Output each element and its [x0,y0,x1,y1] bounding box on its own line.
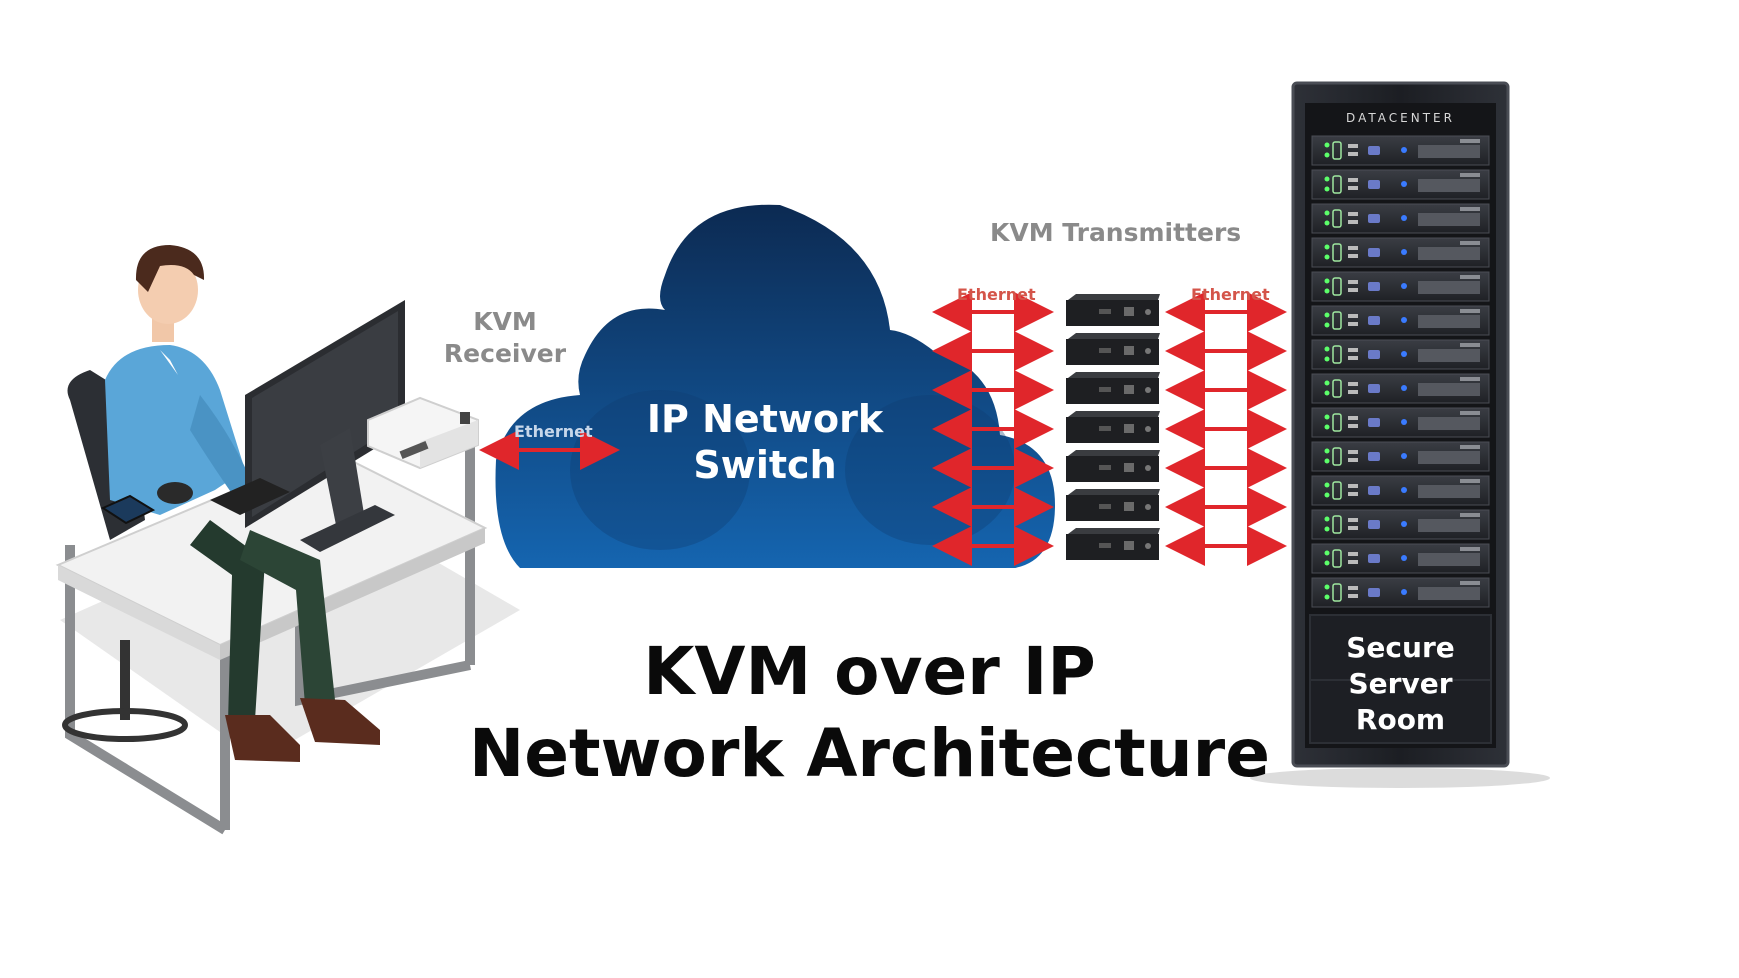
server-unit [1311,407,1490,438]
kvm-transmitters-label: KVM Transmitters [990,218,1242,247]
server-unit [1311,577,1490,608]
server-unit [1311,373,1490,404]
transmitter-to-server-arrows [1165,292,1287,566]
kvm-transmitter-box [1066,528,1160,560]
kvm-transmitter-box [1066,294,1160,326]
server-rack [1250,81,1550,788]
server-unit [1311,305,1490,336]
person-legs [190,520,380,762]
ip-network-cloud [495,204,1055,568]
server-unit [1311,543,1490,574]
smartphone [100,494,156,525]
kvm-receiver-label-line1: KVM [473,307,537,336]
computer-monitor [245,300,405,552]
cloud-shape [495,204,1055,568]
cloud-label-line1: IP Network [646,397,884,441]
server-unit [1311,441,1490,472]
workstation-illustration [55,245,520,835]
kvm-receiver-device [367,396,479,470]
left-ethernet-label: Ethernet [957,285,1036,304]
kvm-transmitter-box [1066,489,1160,521]
server-unit [1311,475,1490,506]
server-units [1311,135,1490,608]
desk-side-edge [220,528,485,660]
server-unit [1311,271,1490,302]
kvm-receiver-label-line2: Receiver [443,339,567,368]
kvm-transmitter-box [1066,411,1160,443]
secure-server-room-label: Secure Server Room [1310,630,1491,738]
receiver-ethernet-label: Ethernet [514,422,593,441]
server-unit [1311,339,1490,370]
server-unit [1311,509,1490,540]
kvm-transmitters-stack [1066,294,1160,560]
rack-label-line2: Server [1348,667,1453,700]
right-ethernet-label: Ethernet [1191,285,1270,304]
person-head [135,245,205,342]
cloud-label-line2: Switch [693,443,837,487]
server-unit [1311,169,1490,200]
cloud-label: IP Network Switch [640,396,890,488]
cloud-to-transmitter-arrows [932,292,1054,566]
server-unit [1311,237,1490,268]
diagram-title-line2: Network Architecture [469,715,1270,792]
rack-header-label: DATACENTER [1346,111,1455,125]
rack-label-line1: Secure [1346,631,1455,664]
server-unit [1311,203,1490,234]
kvm-transmitter-box [1066,333,1160,365]
server-unit [1311,135,1490,166]
diagram-title-line1: KVM over IP [643,633,1096,710]
kvm-transmitter-box [1066,450,1160,482]
desk-front-edge [58,565,220,660]
mouse [157,482,193,504]
rack-label-line3: Room [1355,703,1446,736]
rack-shadow [1250,768,1550,788]
keyboard [210,478,290,515]
kvm-transmitter-box [1066,372,1160,404]
kvm-receiver-label: KVM Receiver [440,306,570,370]
